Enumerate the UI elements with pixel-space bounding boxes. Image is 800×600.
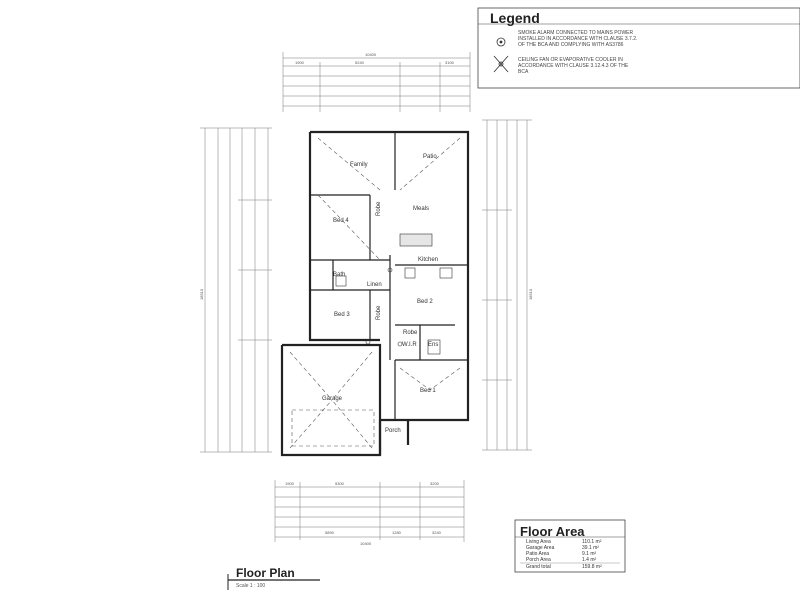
legend-smoke-alarm-text: SMOKE ALARM CONNECTED TO MAINS POWER INS… <box>518 30 638 48</box>
legend-title: Legend <box>490 10 540 26</box>
floor-area-title: Floor Area <box>520 524 585 539</box>
room-patio: Patio <box>423 154 437 160</box>
ceiling-fan-icon <box>493 55 509 73</box>
dim-bottom-1: 1900 <box>285 481 295 486</box>
dim-overall-top: 10400 <box>365 52 377 57</box>
room-robe-top: Robe <box>376 201 382 216</box>
dim-bottom-sub-2: 1280 <box>392 530 402 535</box>
room-robe-right: Robe <box>403 330 418 336</box>
room-meals: Meals <box>413 206 429 212</box>
dim-top-1: 1900 <box>295 60 305 65</box>
room-linen: Linen <box>367 282 382 288</box>
floor-plan-title: Floor Plan <box>236 566 295 580</box>
room-bed2: Bed 2 <box>417 299 433 305</box>
room-bed3: Bed 3 <box>334 312 350 318</box>
room-wir: W.I.R <box>402 342 417 348</box>
room-bed1: Bed 1 <box>420 388 436 394</box>
legend-ceiling-fan-text: CEILING FAN OR EVAPORATIVE COOLER IN ACC… <box>518 57 629 75</box>
room-garage: Garage <box>322 396 343 402</box>
dim-bottom-3: 3200 <box>430 481 440 486</box>
dim-overall-right: 18510 <box>528 288 533 300</box>
dim-overall-bottom: 10400 <box>360 541 372 546</box>
dim-top-3: 3100 <box>445 60 455 65</box>
room-bath: Bath <box>333 272 345 278</box>
floor-area-box <box>514 519 626 573</box>
room-kitchen: Kitchen <box>418 257 438 263</box>
legend-box <box>477 7 800 89</box>
dim-bottom-sub-1: 5890 <box>325 530 335 535</box>
floor-plan-scale: Scale 1 : 100 <box>236 583 266 589</box>
room-ens: Ens <box>428 342 438 348</box>
room-robe-mid: Robe <box>376 305 382 320</box>
dim-bottom-2: 5300 <box>335 481 345 486</box>
dim-bottom-sub-3: 3240 <box>432 530 442 535</box>
room-family: Family <box>350 162 368 168</box>
dim-overall-left: 18510 <box>199 288 204 300</box>
room-porch: Porch <box>385 428 401 434</box>
dim-top-2: 5240 <box>355 60 365 65</box>
smoke-alarm-icon <box>496 37 506 47</box>
room-bed4: Bed 4 <box>333 218 349 224</box>
